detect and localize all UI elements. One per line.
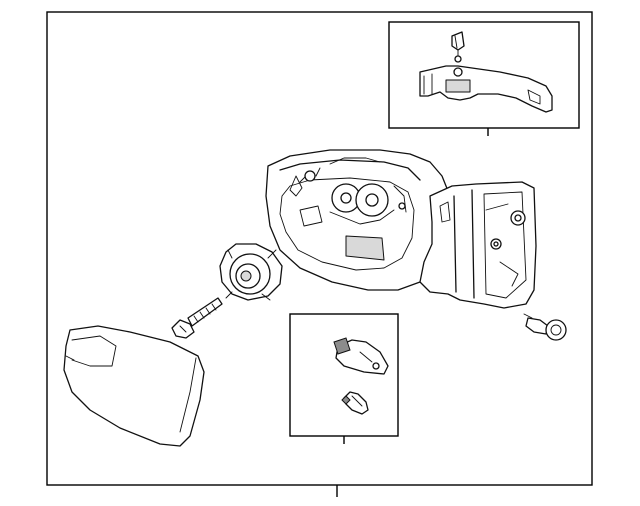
- cover-trim-part: [419, 65, 553, 113]
- mirror-housing: [265, 149, 453, 291]
- callout-box-lamp: [289, 313, 399, 444]
- lamp-housing-part: [333, 337, 389, 375]
- signal-clip-part: [451, 31, 465, 63]
- long-screw: [171, 297, 223, 339]
- main-frame: [46, 11, 593, 497]
- mirror-glass: [63, 325, 205, 447]
- callout-box-cover: [388, 21, 580, 136]
- mirror-motor: [219, 243, 283, 301]
- mounting-pin: [523, 313, 567, 341]
- bulb-part: [341, 391, 369, 415]
- mirror-bracket: [419, 181, 537, 309]
